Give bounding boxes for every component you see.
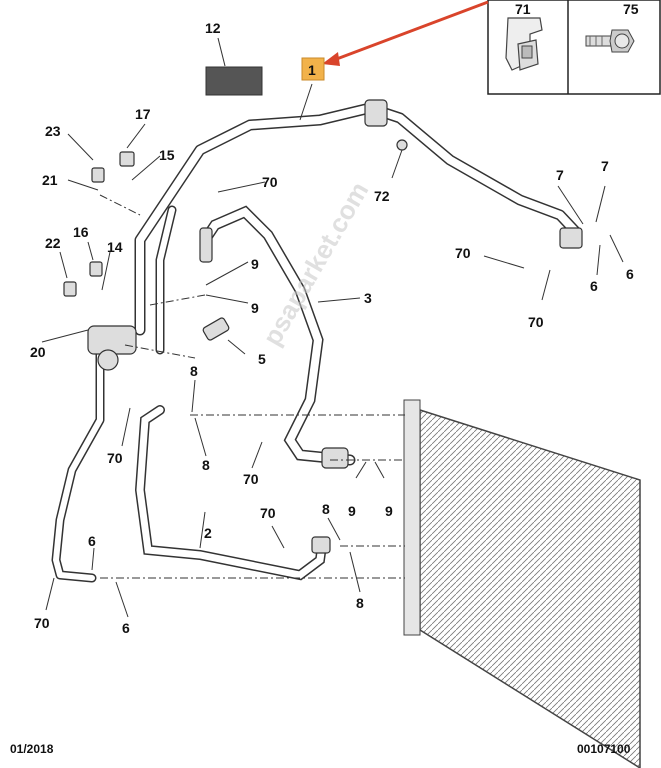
label-9b: 9 bbox=[251, 300, 259, 316]
callout-arrow bbox=[322, 0, 489, 66]
footer-code: 00107100 bbox=[577, 742, 631, 756]
label-9a: 9 bbox=[251, 256, 259, 272]
label-70g: 70 bbox=[34, 615, 50, 631]
label-70e: 70 bbox=[243, 471, 259, 487]
condenser bbox=[403, 399, 641, 768]
label-70a: 70 bbox=[262, 174, 278, 190]
label-5: 5 bbox=[258, 351, 266, 367]
label-3: 3 bbox=[364, 290, 372, 306]
label-6a: 6 bbox=[88, 533, 96, 549]
label-20: 20 bbox=[30, 344, 46, 360]
gasket-pad bbox=[205, 66, 263, 96]
pipe-2 bbox=[134, 405, 327, 581]
part-labels: 1 2 3 5 6 6 6 6 7 7 8 8 8 8 9 9 9 9 12 1… bbox=[30, 1, 639, 636]
pipe-1 bbox=[51, 102, 582, 583]
label-22: 22 bbox=[45, 235, 61, 251]
label-7b: 7 bbox=[601, 158, 609, 174]
label-9c: 9 bbox=[348, 503, 356, 519]
label-8b: 8 bbox=[202, 457, 210, 473]
label-6d: 6 bbox=[626, 266, 634, 282]
label-8d: 8 bbox=[356, 595, 364, 611]
label-1: 1 bbox=[308, 62, 316, 78]
label-leaders bbox=[41, 37, 624, 618]
label-17: 17 bbox=[135, 106, 151, 122]
label-6c: 6 bbox=[590, 278, 598, 294]
label-72: 72 bbox=[374, 188, 390, 204]
highlight-box-1 bbox=[301, 57, 325, 81]
label-70c: 70 bbox=[528, 314, 544, 330]
label-15: 15 bbox=[159, 147, 175, 163]
clip-nut-icon bbox=[505, 17, 543, 71]
footer-date: 01/2018 bbox=[10, 742, 54, 756]
label-71: 71 bbox=[515, 1, 531, 17]
label-12: 12 bbox=[205, 20, 221, 36]
label-14: 14 bbox=[107, 239, 123, 255]
label-23: 23 bbox=[45, 123, 61, 139]
leader-lines bbox=[99, 194, 405, 579]
label-75: 75 bbox=[623, 1, 639, 17]
label-9d: 9 bbox=[385, 503, 393, 519]
label-21: 21 bbox=[42, 172, 58, 188]
label-16: 16 bbox=[73, 224, 89, 240]
label-70b: 70 bbox=[455, 245, 471, 261]
label-70f: 70 bbox=[260, 505, 276, 521]
label-70d: 70 bbox=[107, 450, 123, 466]
fittings bbox=[63, 99, 583, 554]
pipe-3 bbox=[199, 205, 356, 466]
label-2: 2 bbox=[204, 525, 212, 541]
label-8a: 8 bbox=[190, 363, 198, 379]
bolt-icon bbox=[585, 29, 635, 53]
label-8c: 8 bbox=[322, 501, 330, 517]
label-7a: 7 bbox=[556, 167, 564, 183]
label-6b: 6 bbox=[122, 620, 130, 636]
